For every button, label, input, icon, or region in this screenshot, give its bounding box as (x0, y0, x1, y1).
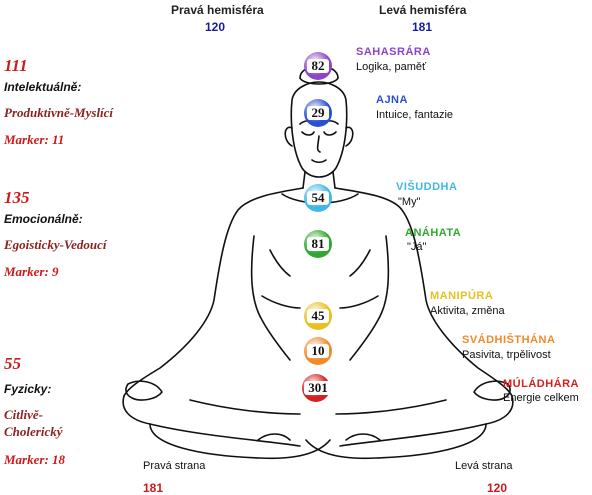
ajna-value: 29 (307, 106, 329, 120)
svadhisthana-value: 10 (307, 344, 329, 358)
muladhara-name: MÚLÁDHÁRA (503, 378, 579, 390)
muladhara-chakra: 301 (302, 374, 332, 402)
sahasrara-chakra: 82 (304, 52, 332, 80)
svadhisthana-desc: Pasivita, trpělivost (462, 349, 551, 361)
muladhara-desc: Energie celkem (503, 392, 579, 404)
emotional-heading: Emocionálně: (4, 212, 83, 226)
physical-heading: Fyzicky: (4, 382, 52, 396)
right-hemisphere-title: Pravá hemisféra (171, 3, 264, 17)
manipura-desc: Aktivita, změna (430, 305, 505, 317)
intellectual-type: Produktivně-Myslící (4, 105, 114, 120)
manipura-chakra: 45 (304, 302, 332, 330)
anahata-value: 81 (307, 237, 329, 251)
left-side-label: Levá strana (455, 460, 513, 472)
ajna-chakra: 29 (304, 99, 332, 127)
intellectual-number: 111 (4, 56, 28, 75)
visuddha-chakra: 54 (304, 184, 332, 212)
visuddha-name: VIŠUDDHA (396, 181, 458, 193)
ajna-name: AJNA (376, 94, 408, 106)
intellectual-heading: Intelektuálně: (4, 80, 82, 94)
physical-marker: Marker: 18 (4, 452, 66, 467)
intellectual-marker: Marker: 11 (4, 132, 65, 147)
emotional-number: 135 (4, 188, 30, 207)
sahasrara-name: SAHASRÁRA (356, 46, 431, 58)
right-hemisphere-value: 120 (205, 20, 226, 34)
physical-number: 55 (4, 354, 21, 373)
physical-type-line1: Citlivě- (4, 407, 43, 422)
visuddha-value: 54 (307, 191, 329, 205)
right-side-value: 181 (143, 481, 164, 495)
sahasrara-desc: Logika, paměť (356, 61, 427, 73)
svadhisthana-name: SVÁDHIŠTHÁNA (462, 334, 556, 346)
left-hemisphere-title: Levá hemisféra (379, 3, 467, 17)
sahasrara-value: 82 (307, 59, 329, 73)
svadhisthana-chakra: 10 (304, 337, 332, 365)
muladhara-value: 301 (304, 381, 332, 395)
ajna-desc: Intuice, fantazie (376, 109, 454, 121)
manipura-value: 45 (307, 309, 329, 323)
emotional-type: Egoisticky-Vedoucí (4, 237, 107, 252)
left-hemisphere-value: 181 (412, 20, 433, 34)
emotional-marker: Marker: 9 (4, 264, 59, 279)
manipura-name: MANIPÚRA (430, 290, 494, 302)
left-side-value: 120 (487, 481, 508, 495)
anahata-chakra: 81 (304, 230, 332, 258)
anahata-desc: "Já" (407, 241, 427, 253)
visuddha-desc: "My" (398, 196, 421, 208)
physical-type-line2: Cholerický (4, 424, 63, 439)
anahata-name: ANÁHATA (405, 227, 462, 239)
right-side-label: Pravá strana (143, 460, 206, 472)
